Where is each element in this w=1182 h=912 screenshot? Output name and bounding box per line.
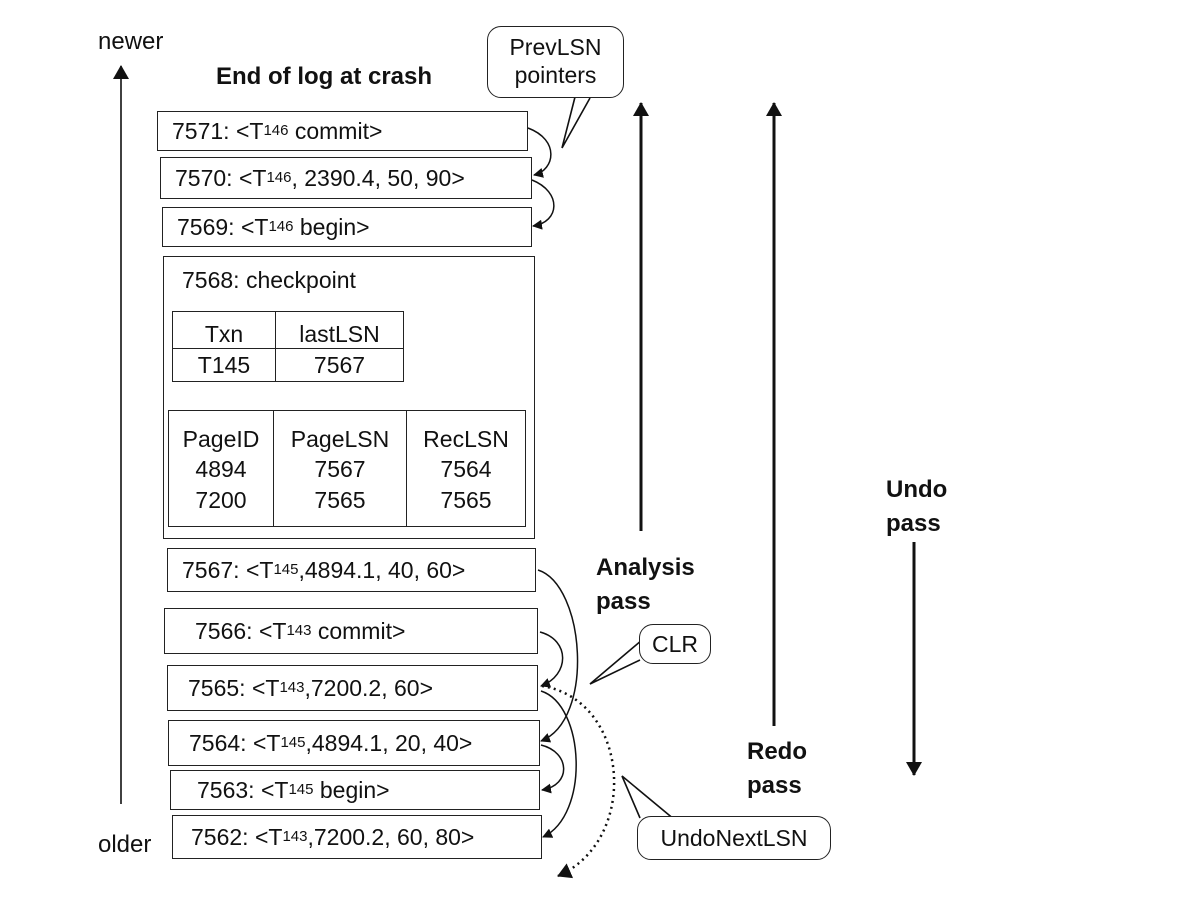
newer-label: newer	[98, 28, 164, 55]
older-label: older	[98, 831, 152, 858]
prevlsn-callout-tail	[561, 96, 591, 149]
undo-pass-label: Undo pass	[886, 476, 948, 537]
pageid-header: PageID	[182, 425, 260, 452]
clr-callout: CLR	[639, 624, 711, 664]
checkpoint-title: 7568: checkpoint	[182, 267, 356, 293]
analysis-pass-label: Analysis pass	[596, 554, 695, 615]
prevlsn-arrow	[531, 179, 555, 230]
table-cell: 7565	[273, 486, 407, 527]
undonextlsn-callout: UndoNextLSN	[637, 816, 831, 860]
dirty-page-table: PageID PageLSN RecLSN 4894 7567 7564 720…	[168, 410, 526, 527]
prevlsn-arrow	[539, 631, 564, 688]
table-cell: 7567	[273, 452, 407, 487]
table-cell: 4894	[195, 456, 247, 482]
txn-header: Txn	[204, 321, 244, 347]
redo-pass-label: Redo pass	[747, 738, 807, 799]
end-of-log-title: End of log at crash	[216, 63, 433, 90]
pagelsn-header: PageLSN	[273, 410, 407, 453]
prevlsn-arrow	[540, 690, 577, 838]
lastlsn-header: lastLSN	[275, 311, 404, 349]
lastlsn-cell: 7567	[275, 348, 404, 382]
prevlsn-arrow	[540, 744, 565, 794]
reclsn-header: RecLSN	[406, 410, 526, 453]
table-cell: 7200	[195, 486, 247, 513]
checkpoint-record: 7568: checkpoint Txn lastLSN T145 7567 P…	[163, 256, 535, 539]
prevlsn-arrow	[537, 569, 579, 743]
prevlsn-pointers-callout: PrevLSN pointers	[487, 26, 624, 98]
table-cell: 7564	[406, 452, 526, 487]
table-cell: 7565	[406, 486, 526, 527]
undonextlsn-callout-tail	[621, 775, 676, 821]
txn-cell: T145	[197, 351, 251, 378]
clr-callout-tail	[589, 639, 643, 685]
undonextlsn-arrow	[541, 684, 616, 879]
transaction-table: Txn lastLSN T145 7567	[172, 311, 404, 382]
